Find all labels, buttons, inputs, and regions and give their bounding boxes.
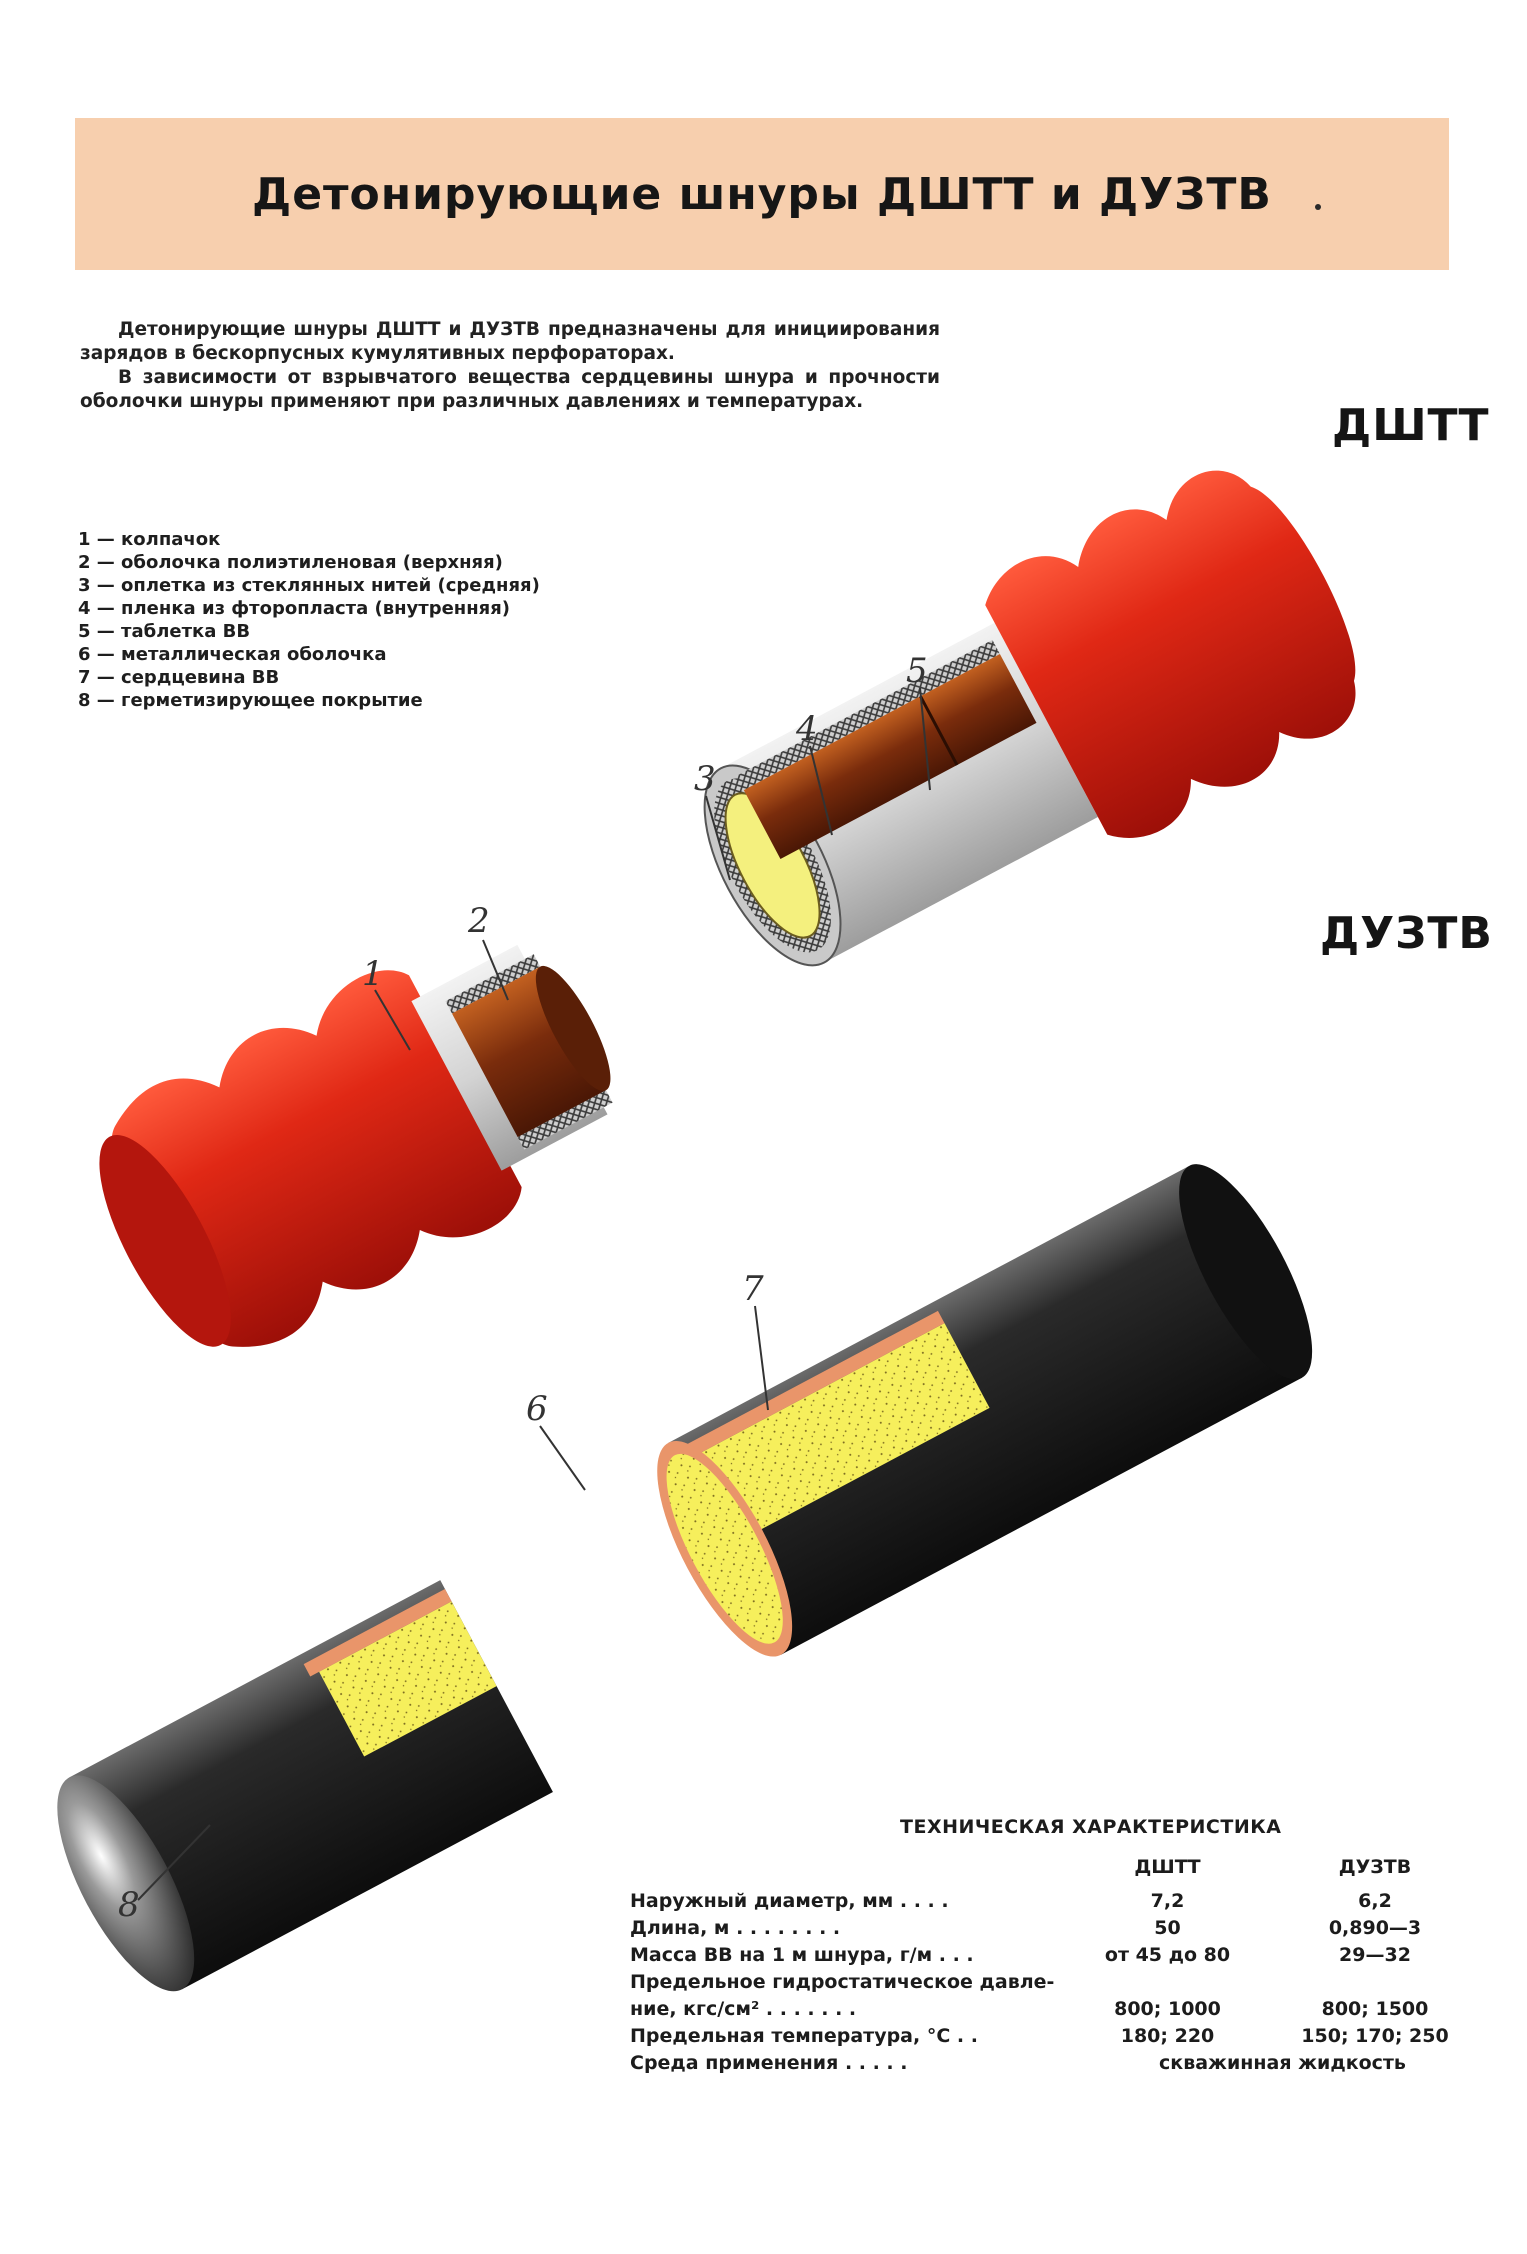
cell-dshtt: 800; 1000 [1114, 1998, 1221, 2020]
duztv-left-segment [57, 1580, 553, 1992]
row-label: ние, кгс/см² . . . . . . . [630, 1998, 857, 2020]
table-row: Наружный диаметр, мм . . . . 7,2 6,2 [630, 1890, 1490, 1917]
charge-tablet-upper [743, 653, 1037, 859]
legend-item: 7 — сердцевина ВВ [78, 667, 280, 688]
charge-face-yellow [724, 792, 821, 939]
row-label: Предельная температура, °С . . [630, 2025, 978, 2047]
col-duztv: ДУЗТВ [1338, 1856, 1412, 1878]
row-label: Среда применения . . . . . [630, 2052, 908, 2074]
duztv-label: ДУЗТВ [1320, 908, 1493, 959]
legend-item: 2 — оболочка полиэтиленовая (верхняя) [78, 552, 503, 573]
row-label: Предельное гидростатическое давле- [630, 1971, 1055, 1993]
specs-header-row: ДШТТ ДУЗТВ [630, 1856, 1490, 1890]
table-row: Длина, м . . . . . . . . 50 0,890—3 [630, 1917, 1490, 1944]
callout-4: 4 [795, 709, 818, 749]
sealing-cap-end [57, 1775, 195, 1992]
callout-8: 8 [118, 1885, 140, 1925]
parts-legend: 1 — колпачок 2 — оболочка полиэтиленовая… [78, 528, 540, 712]
legend-item: 8 — герметизирующее покрытие [78, 690, 423, 711]
banner-dot [1315, 204, 1321, 210]
table-row: ние, кгс/см² . . . . . . . 800; 1000 800… [630, 1998, 1490, 2025]
row-label: Наружный диаметр, мм . . . . [630, 1890, 949, 1912]
table-row: Предельное гидростатическое давле- [630, 1971, 1490, 1998]
table-row: Предельная температура, °С . . 180; 220 … [630, 2025, 1490, 2052]
intro-text: Детонирующие шнуры ДШТТ и ДУЗТВ предназн… [80, 318, 940, 414]
callout-5: 5 [906, 651, 928, 691]
cell-duztv: 29—32 [1339, 1944, 1411, 1966]
specs-table: ДШТТ ДУЗТВ Наружный диаметр, мм . . . . … [630, 1856, 1490, 2079]
legend-item: 1 — колпачок [78, 529, 221, 550]
duztv-cord [657, 1164, 1313, 1657]
dshtt-lower-part [99, 944, 613, 1347]
dshtt-label: ДШТТ [1332, 400, 1490, 451]
intro-paragraph-1: Детонирующие шнуры ДШТТ и ДУЗТВ предназн… [80, 319, 940, 364]
cell-duztv: 0,890—3 [1328, 1917, 1422, 1939]
callouts: 1 2 3 4 5 6 7 8 [118, 651, 931, 1925]
callout-1: 1 [362, 954, 384, 994]
cell-duztv: 800; 1500 [1321, 1998, 1429, 2020]
cell-duztv: 150; 170; 250 [1301, 2025, 1449, 2047]
cell-duztv: 6,2 [1358, 1890, 1392, 1912]
legend-item: 4 — пленка из фторопласта (внутренняя) [78, 598, 511, 619]
legend-item: 5 — таблетка ВВ [78, 621, 251, 642]
cell-dshtt: от 45 до 80 [1104, 1944, 1231, 1966]
legend-item: 3 — оплетка из стеклянных нитей (средняя… [78, 575, 540, 596]
title-banner: Детонирующие шнуры ДШТТ и ДУЗТВ [75, 118, 1449, 270]
callout-6: 6 [526, 1389, 548, 1429]
callout-2: 2 [467, 901, 490, 941]
technical-specs: ТЕХНИЧЕСКАЯ ХАРАКТЕРИСТИКА ДШТТ ДУЗТВ На… [630, 1816, 1490, 2079]
cell-dshtt: 50 [1154, 1917, 1181, 1939]
page-title: Детонирующие шнуры ДШТТ и ДУЗТВ [252, 168, 1272, 220]
cell-dshtt [1075, 1971, 1260, 1998]
table-row: Среда применения . . . . . скважинная жи… [630, 2052, 1490, 2079]
explosive-core [679, 1323, 990, 1549]
col-dshtt: ДШТТ [1134, 1856, 1201, 1878]
row-label: Длина, м . . . . . . . . [630, 1917, 841, 1939]
row-label: Масса ВВ на 1 м шнура, г/м . . . [630, 1944, 974, 1966]
specs-title: ТЕХНИЧЕСКАЯ ХАРАКТЕРИСТИКА [900, 1816, 1282, 1838]
callout-3: 3 [694, 759, 716, 799]
legend-item: 6 — металлическая оболочка [78, 644, 387, 665]
callout-7: 7 [742, 1269, 764, 1309]
intro-paragraph-2: В зависимости от взрывчатого вещества се… [80, 367, 940, 412]
cell-merged: скважинная жидкость [1159, 2052, 1406, 2074]
cell-dshtt: 180; 220 [1120, 2025, 1215, 2047]
cell-duztv [1260, 1971, 1490, 1998]
charge-tablet-lower [451, 966, 607, 1138]
dshtt-upper-part [703, 470, 1356, 967]
cell-dshtt: 7,2 [1150, 1890, 1185, 1912]
table-row: Масса ВВ на 1 м шнура, г/м . . . от 45 д… [630, 1944, 1490, 1971]
